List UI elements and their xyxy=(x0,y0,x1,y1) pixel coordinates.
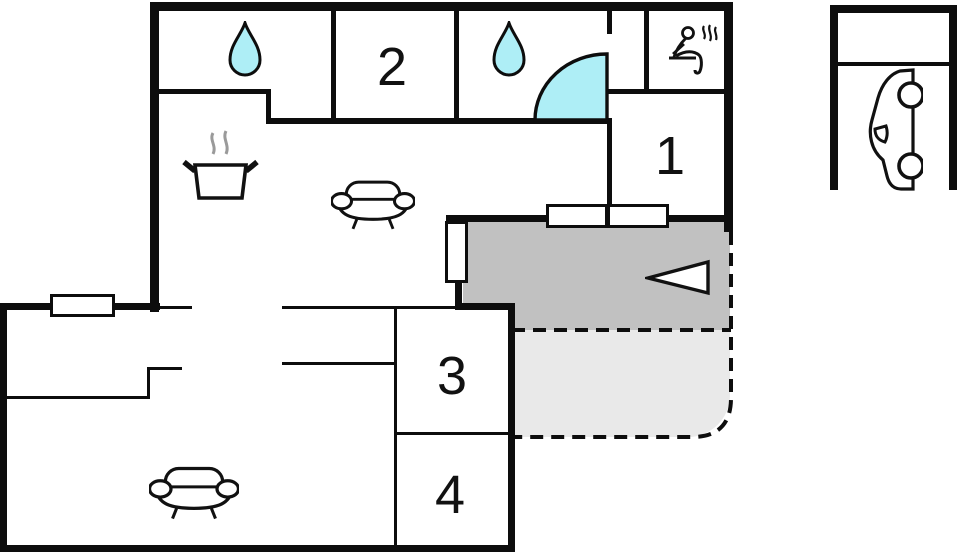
wall-segment xyxy=(644,2,649,94)
wall-segment xyxy=(455,303,515,310)
wall-thin xyxy=(282,362,396,365)
wall-segment xyxy=(150,2,159,312)
wall-thin xyxy=(0,396,149,399)
sofa-icon xyxy=(149,466,239,520)
water-drop-icon xyxy=(228,21,262,77)
wall-thin xyxy=(394,307,397,547)
sofa-icon xyxy=(331,180,415,230)
car-icon xyxy=(861,64,923,196)
wall-segment xyxy=(607,89,733,94)
sauna-person-icon xyxy=(669,24,718,75)
wall-segment xyxy=(113,303,160,310)
wall-segment xyxy=(446,215,548,222)
wall-segment xyxy=(607,122,612,207)
carport-wall xyxy=(949,5,957,190)
carport-wall xyxy=(830,5,838,190)
room-2-label: 2 xyxy=(376,37,408,97)
wall-thin xyxy=(394,432,511,435)
wall-thin xyxy=(282,306,455,309)
wall-segment xyxy=(150,2,733,11)
wall-segment xyxy=(0,545,515,552)
entrance-arrow-icon xyxy=(645,259,710,296)
terrace-open-area xyxy=(515,330,730,437)
carport-wall xyxy=(838,62,949,66)
window xyxy=(607,204,669,228)
wall-segment xyxy=(607,2,612,34)
cooking-pot-icon xyxy=(182,130,259,200)
wall-segment xyxy=(266,118,612,124)
wall-segment xyxy=(266,89,271,123)
wall-segment xyxy=(724,2,733,232)
wall-segment xyxy=(454,2,459,123)
wall-segment xyxy=(0,303,7,552)
room-3-label: 3 xyxy=(436,346,468,406)
window xyxy=(50,294,115,317)
wall-segment xyxy=(150,89,271,94)
carport-wall xyxy=(830,5,957,13)
wall-thin xyxy=(147,367,182,370)
wall-thin xyxy=(159,306,192,309)
wall-segment xyxy=(0,303,52,310)
terrace-covered-area-left xyxy=(463,222,515,307)
wall-thin xyxy=(147,367,150,399)
wall-segment xyxy=(666,215,733,222)
room-4-label: 4 xyxy=(434,465,466,525)
room-1-label: 1 xyxy=(654,126,686,186)
window xyxy=(445,221,468,283)
wall-segment xyxy=(455,281,462,308)
wall-segment xyxy=(508,303,515,552)
water-drop-icon xyxy=(492,21,526,77)
wall-segment xyxy=(331,2,336,123)
window xyxy=(546,204,608,228)
shower-door-arc-icon xyxy=(533,52,609,122)
